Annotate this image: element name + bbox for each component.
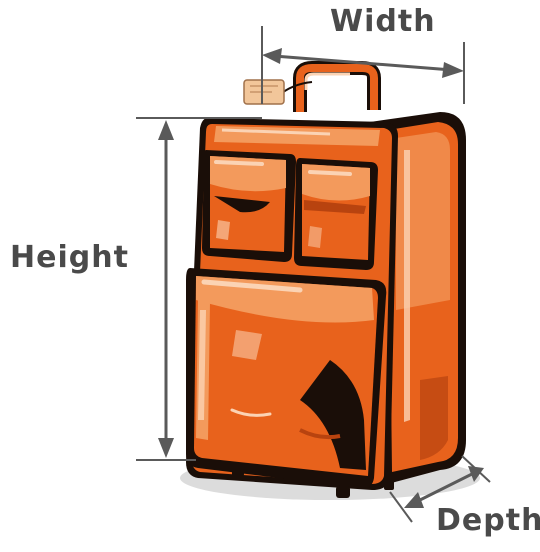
top-right-pocket <box>294 158 378 270</box>
front-pocket <box>186 268 386 488</box>
handle <box>300 68 374 112</box>
depth-label: Depth <box>436 503 540 538</box>
height-label: Height <box>10 240 129 275</box>
top-left-pocket <box>202 150 296 262</box>
width-label: Width <box>330 4 436 39</box>
